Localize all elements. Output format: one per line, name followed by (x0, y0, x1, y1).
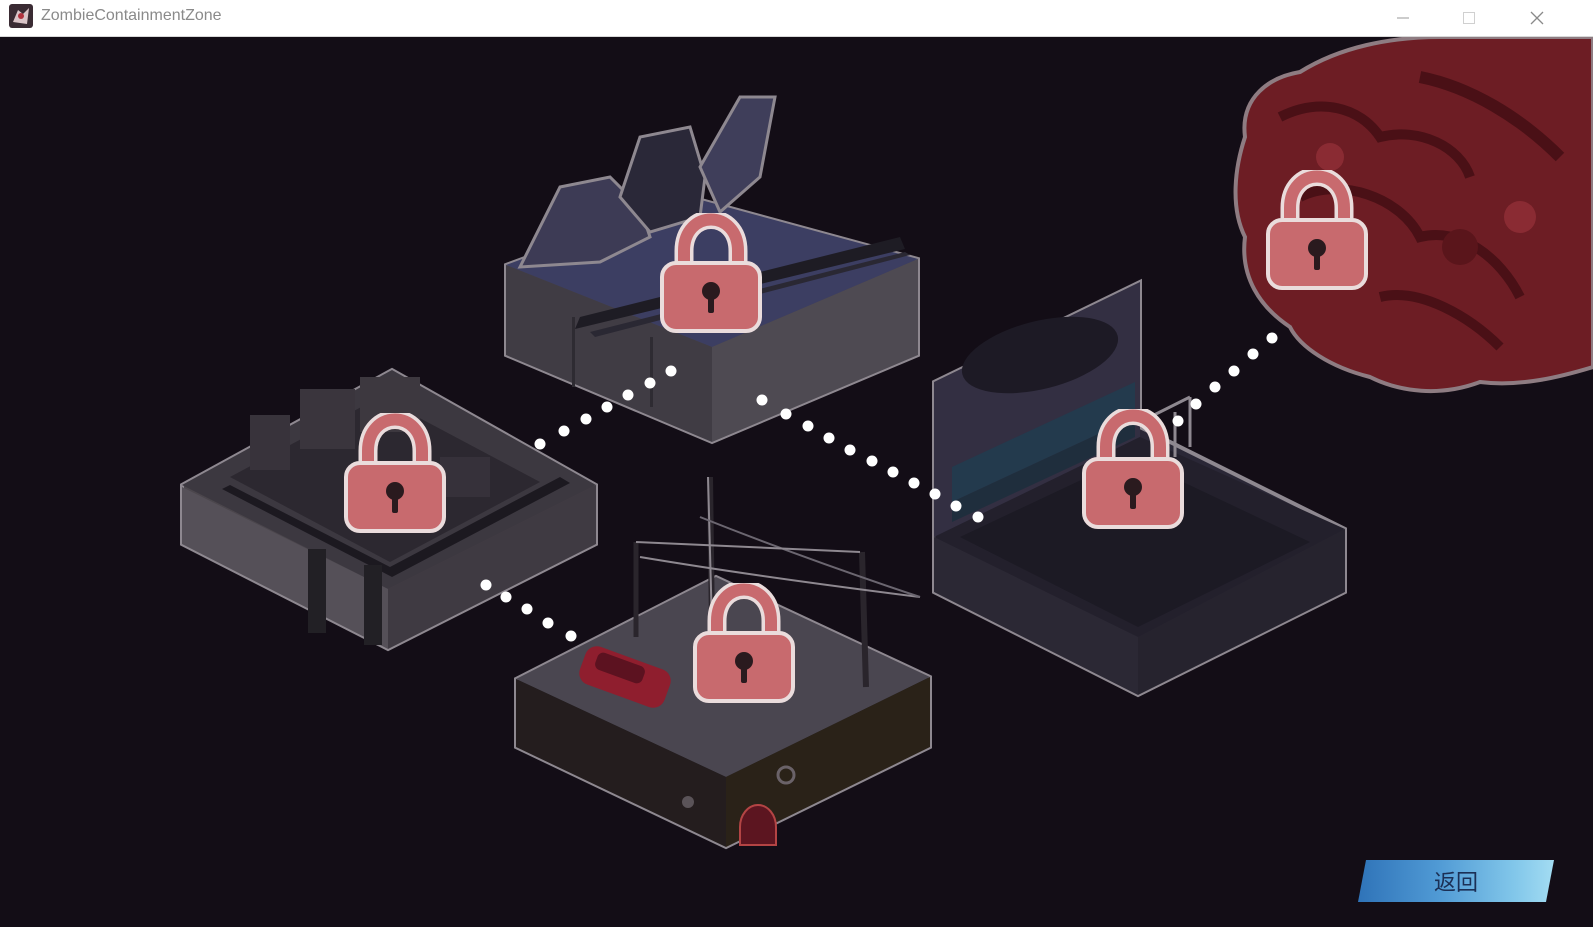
minimize-icon (1397, 17, 1409, 19)
close-icon (1530, 11, 1544, 25)
maximize-button[interactable] (1446, 0, 1492, 36)
path-dots (480, 332, 1278, 642)
map-scene (180, 37, 1593, 850)
window-titlebar: ZombieContainmentZone (0, 0, 1593, 37)
app-icon (9, 4, 33, 28)
window-title: ZombieContainmentZone (41, 7, 222, 24)
maximize-icon (1463, 12, 1475, 24)
flesh-hive-stage[interactable] (1233, 37, 1593, 393)
stage-select-map (0, 37, 1593, 927)
close-button[interactable] (1514, 0, 1560, 36)
back-button[interactable]: 返回 (1358, 860, 1554, 902)
minimize-button[interactable] (1380, 0, 1426, 36)
